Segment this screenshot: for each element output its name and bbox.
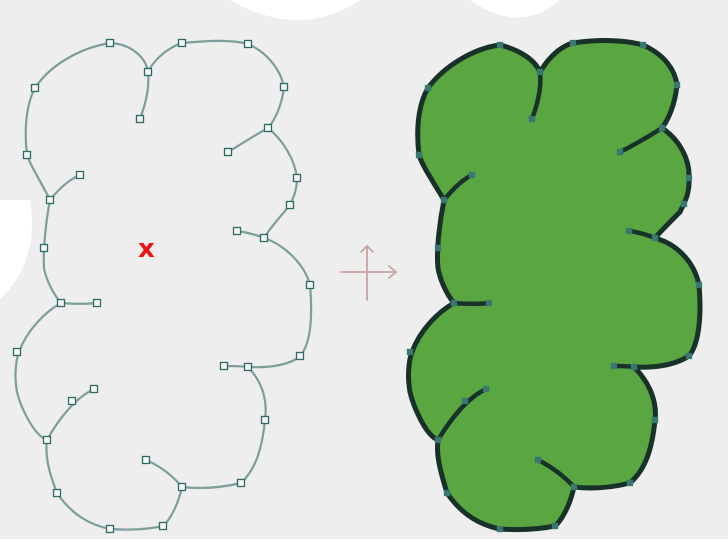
left-control-point-handle[interactable]: [305, 280, 315, 290]
right-inner-curl-5: [451, 300, 492, 306]
left-control-point-handle[interactable]: [259, 233, 269, 243]
right-control-point-handle[interactable]: [630, 363, 638, 371]
right-control-point-handle[interactable]: [461, 397, 469, 405]
right-control-point-handle[interactable]: [616, 148, 624, 156]
left-control-point-handle[interactable]: [75, 170, 85, 180]
left-control-point-handle[interactable]: [105, 38, 115, 48]
left-control-point-handle[interactable]: [243, 362, 253, 372]
left-control-point-handle[interactable]: [92, 298, 102, 308]
right-control-point-handle[interactable]: [651, 416, 659, 424]
right-cloud-filled: [406, 38, 703, 533]
right-inner-curl-7: [435, 386, 489, 443]
left-control-point-handle[interactable]: [135, 114, 145, 124]
right-control-point-handle[interactable]: [625, 227, 633, 235]
right-control-point-handle[interactable]: [685, 174, 693, 182]
left-control-point-handle[interactable]: [39, 243, 49, 253]
left-control-point-handle[interactable]: [295, 351, 305, 361]
left-control-point-handle[interactable]: [143, 67, 153, 77]
left-handles: [12, 38, 315, 534]
right-control-point-handle[interactable]: [424, 84, 432, 92]
right-control-point-handle[interactable]: [485, 299, 493, 307]
right-control-point-handle[interactable]: [685, 352, 693, 360]
left-control-point-handle[interactable]: [89, 384, 99, 394]
right-control-point-handle[interactable]: [570, 483, 578, 491]
left-inner-curl-5: [60, 301, 98, 305]
left-control-point-handle[interactable]: [285, 200, 295, 210]
left-control-point-handle[interactable]: [263, 123, 273, 133]
right-control-point-handle[interactable]: [528, 115, 536, 123]
right-handles: [406, 39, 703, 533]
left-control-point-handle[interactable]: [67, 396, 77, 406]
left-control-point-handle[interactable]: [223, 147, 233, 157]
right-control-point-handle[interactable]: [658, 124, 666, 132]
plus-arrow-icon: [340, 244, 398, 301]
right-control-point-handle[interactable]: [434, 244, 442, 252]
left-control-point-handle[interactable]: [232, 226, 242, 236]
watermark-decoration: [0, 0, 560, 300]
left-control-point-handle[interactable]: [292, 173, 302, 183]
right-control-point-handle[interactable]: [536, 68, 544, 76]
right-control-point-handle[interactable]: [468, 171, 476, 179]
right-control-point-handle[interactable]: [610, 362, 618, 370]
right-control-point-handle[interactable]: [639, 41, 647, 49]
center-marker: x: [138, 234, 155, 264]
right-control-point-handle[interactable]: [569, 39, 577, 47]
right-control-point-handle[interactable]: [551, 522, 559, 530]
left-control-point-handle[interactable]: [177, 482, 187, 492]
left-control-point-handle[interactable]: [22, 150, 32, 160]
left-control-point-handle[interactable]: [236, 478, 246, 488]
right-control-point-handle[interactable]: [440, 196, 448, 204]
left-control-point-handle[interactable]: [30, 83, 40, 93]
right-control-point-handle[interactable]: [651, 234, 659, 242]
left-cloud-outline: [12, 38, 315, 534]
left-control-point-handle[interactable]: [260, 415, 270, 425]
left-inner-curl-7: [46, 388, 95, 441]
left-control-point-handle[interactable]: [243, 39, 253, 49]
right-control-point-handle[interactable]: [673, 81, 681, 89]
right-control-point-handle[interactable]: [695, 281, 703, 289]
left-control-point-handle[interactable]: [177, 38, 187, 48]
right-control-point-handle[interactable]: [626, 479, 634, 487]
left-control-point-handle[interactable]: [42, 435, 52, 445]
right-control-point-handle[interactable]: [434, 436, 442, 444]
left-control-point-handle[interactable]: [52, 488, 62, 498]
right-control-point-handle[interactable]: [415, 151, 423, 159]
right-control-point-handle[interactable]: [496, 41, 504, 49]
left-control-point-handle[interactable]: [219, 361, 229, 371]
left-control-point-handle[interactable]: [158, 521, 168, 531]
left-control-point-handle[interactable]: [56, 298, 66, 308]
left-control-point-handle[interactable]: [279, 82, 289, 92]
left-control-point-handle[interactable]: [12, 347, 22, 357]
right-control-point-handle[interactable]: [406, 348, 414, 356]
left-control-point-handle[interactable]: [141, 455, 151, 465]
right-control-point-handle[interactable]: [680, 200, 688, 208]
right-control-point-handle[interactable]: [443, 489, 451, 497]
right-control-point-handle[interactable]: [450, 299, 458, 307]
right-control-point-handle[interactable]: [482, 385, 490, 393]
right-control-point-handle[interactable]: [496, 525, 504, 533]
left-control-point-handle[interactable]: [105, 524, 115, 534]
right-control-point-handle[interactable]: [534, 456, 542, 464]
left-control-point-handle[interactable]: [45, 195, 55, 205]
